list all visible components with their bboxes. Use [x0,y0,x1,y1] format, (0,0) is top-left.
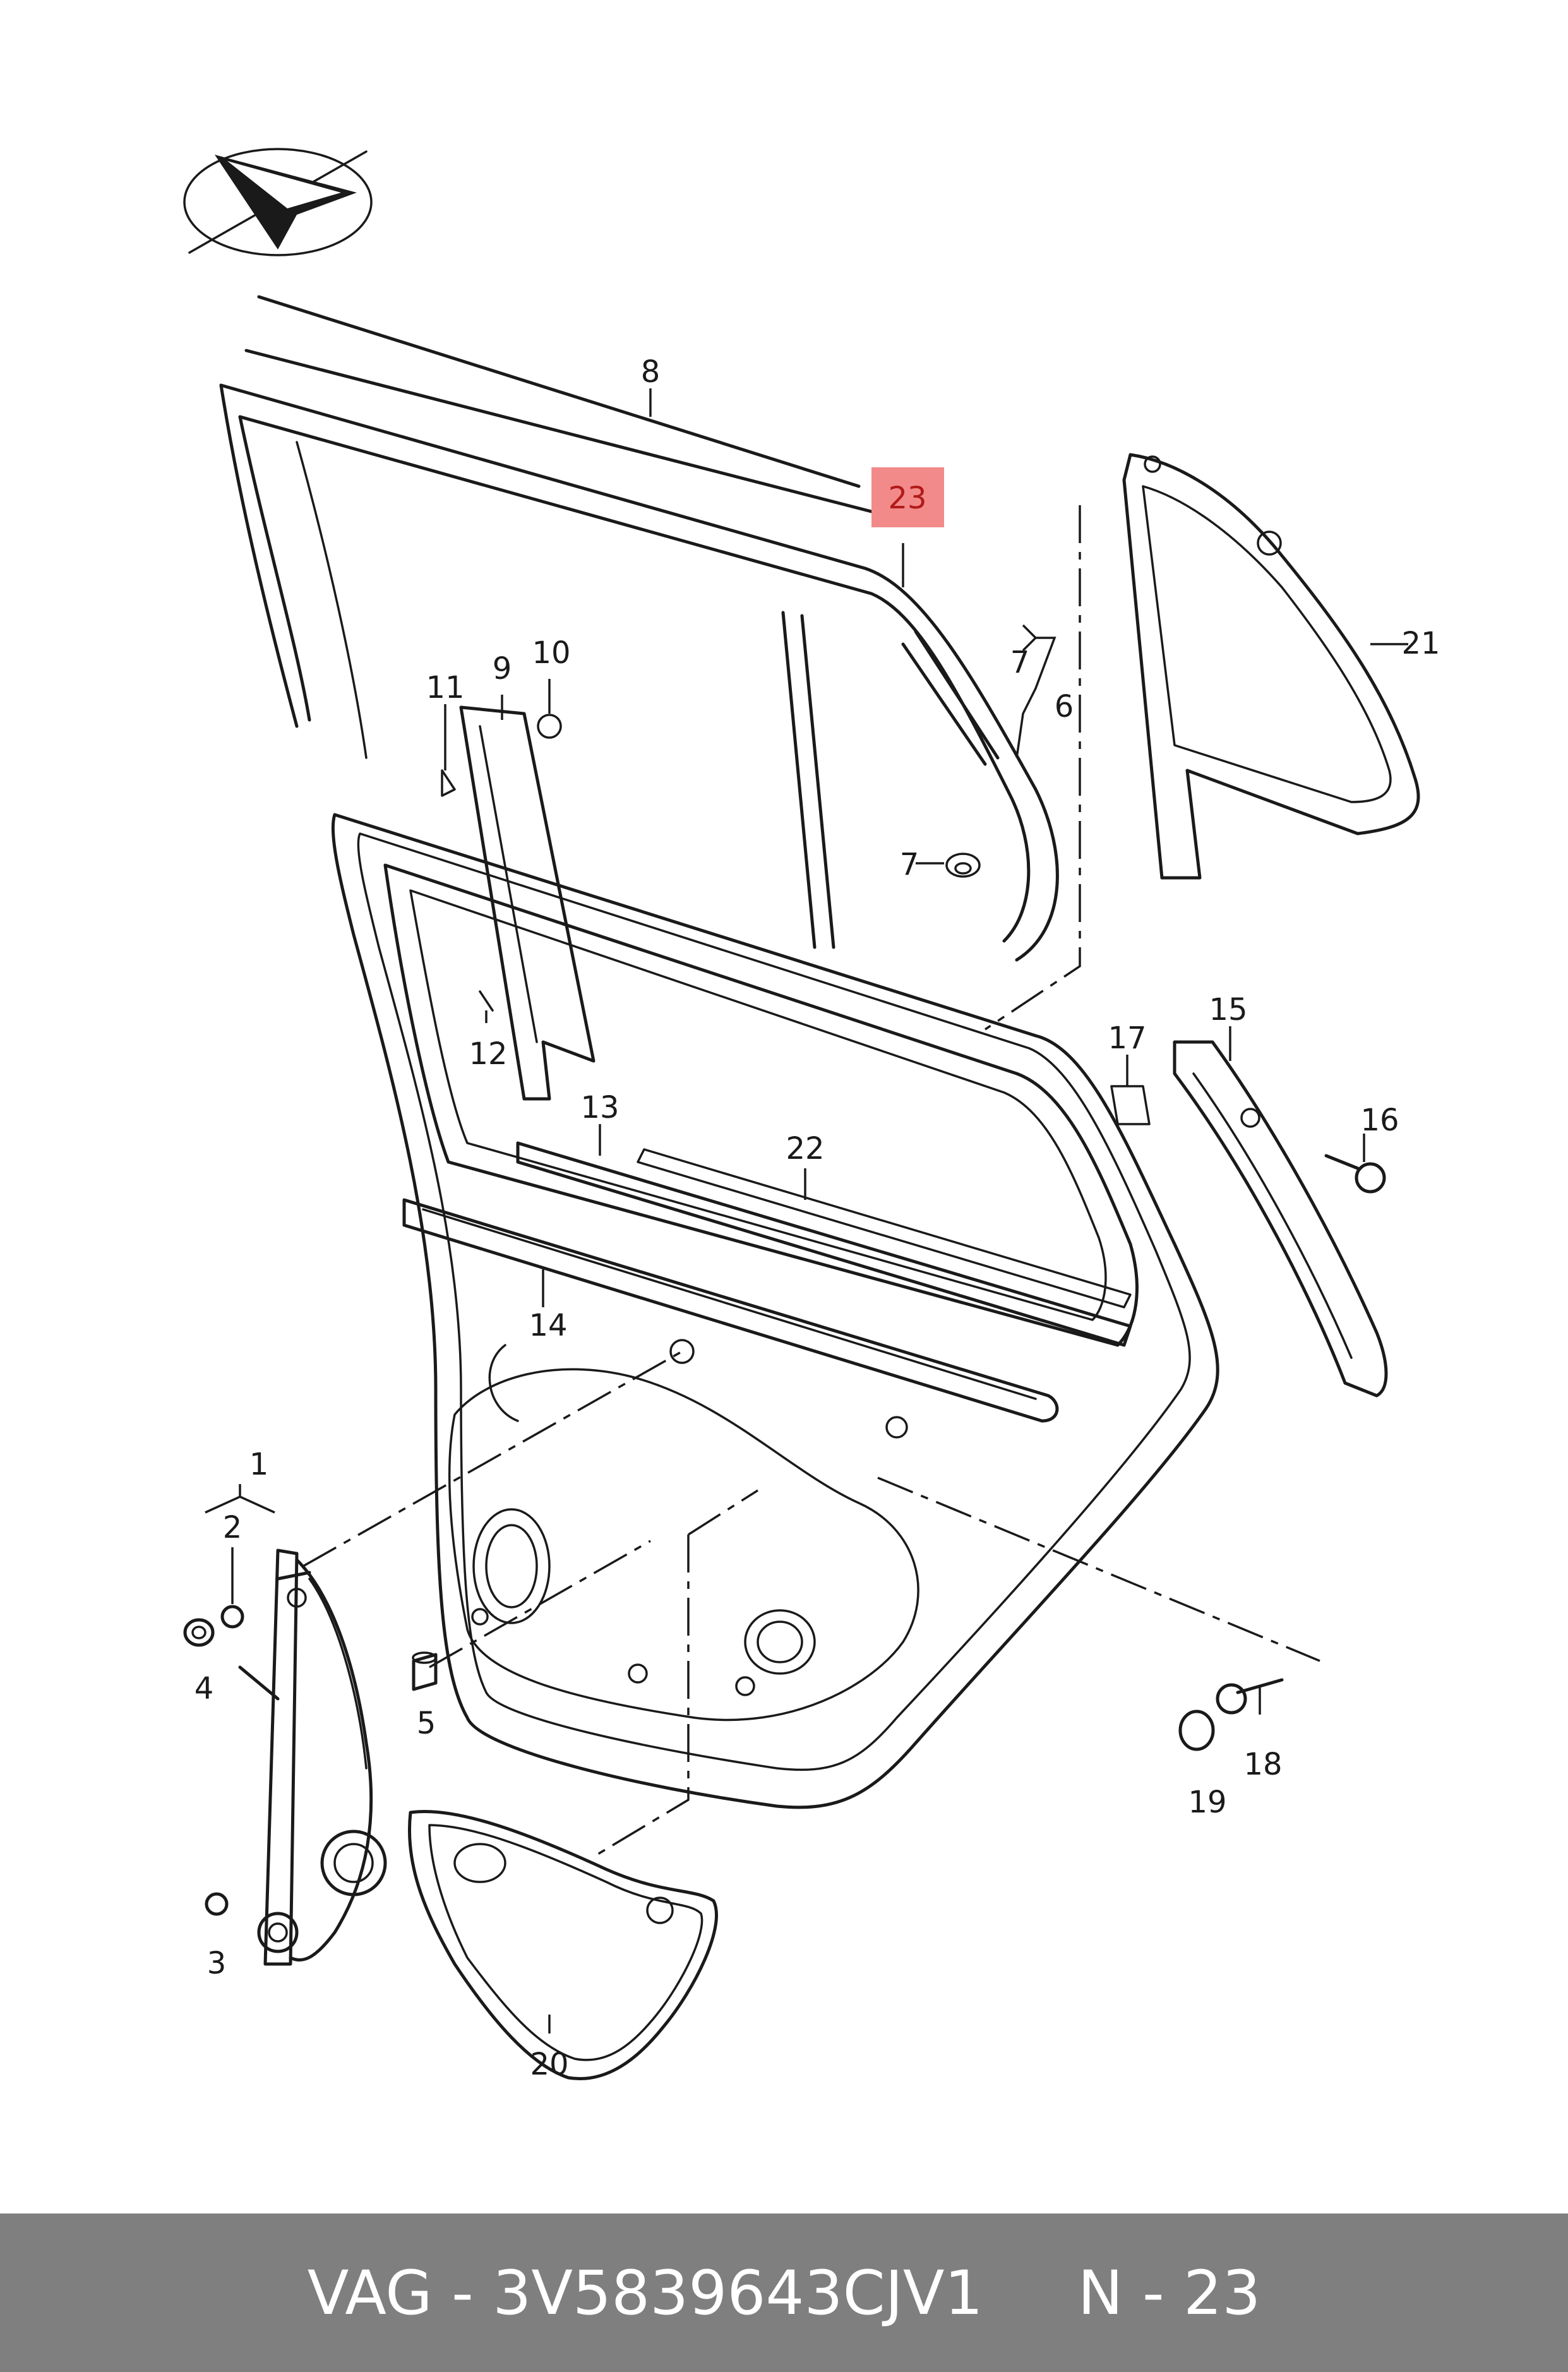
part-1-window-regulator [238,1548,387,1966]
callout-17: 17 [1108,1021,1146,1056]
callout-6: 6 [1055,689,1074,724]
part-16-screw [1324,1154,1386,1194]
part-number-label: VAG - 3V5839643CJV1 [307,2257,983,2328]
part-6-7-guide-rails [901,630,1000,878]
callout-1: 1 [249,1447,269,1482]
callout-20: 20 [530,2047,568,2082]
callout-leaders [205,388,1408,2034]
assembly-guide-lines [302,505,1320,1858]
part-17-label [1110,1085,1151,1125]
callout-16: 16 [1360,1103,1399,1138]
part-23-window-seal [219,383,1059,962]
callout-7a: 7 [1010,645,1030,680]
callout-labels: 8 7 6 7 10 9 11 12 13 22 14 17 15 16 21 … [195,354,1440,2082]
callout-23-label: 23 [888,481,926,516]
callout-15: 15 [1209,992,1247,1027]
callout-22: 22 [786,1131,824,1166]
callout-21: 21 [1401,626,1440,661]
callout-3: 3 [207,1946,227,1981]
part-20-speaker-seal [407,1809,718,2080]
callout-7b: 7 [900,847,919,882]
callout-23-highlighted[interactable]: 23 [871,467,944,527]
callout-14: 14 [529,1308,567,1343]
callout-9: 9 [493,651,512,686]
part-18-19-bolt-cap [1178,1678,1284,1751]
callout-2: 2 [223,1510,242,1545]
orientation-icon [183,148,373,256]
callout-18: 18 [1243,1747,1282,1782]
fasteners-2-3-4-5 [183,1605,438,1916]
callout-13: 13 [580,1090,619,1125]
callout-10: 10 [532,635,570,671]
callout-11: 11 [426,670,464,705]
callout-4: 4 [195,1671,214,1706]
part-21-quarter-window-seal [1122,453,1420,880]
part-13-14-22-belt-moldings [402,1141,1132,1423]
part-15-b-pillar-trim [1173,1040,1388,1398]
part-number-footer: VAG - 3V5839643CJV1 N - 23 [0,2213,1568,2372]
callout-12: 12 [469,1036,507,1072]
callout-19: 19 [1188,1785,1226,1820]
callout-5: 5 [417,1706,436,1741]
door-panel [331,813,1219,1809]
position-number-label: N - 23 [1077,2257,1261,2328]
callout-8: 8 [641,354,661,390]
door-exploded-diagram: 23 8 7 6 7 10 9 11 12 13 22 14 17 15 16 … [183,148,1440,2082]
part-9-pillar-trim [441,705,595,1101]
part-8-trim-strip [244,295,873,513]
